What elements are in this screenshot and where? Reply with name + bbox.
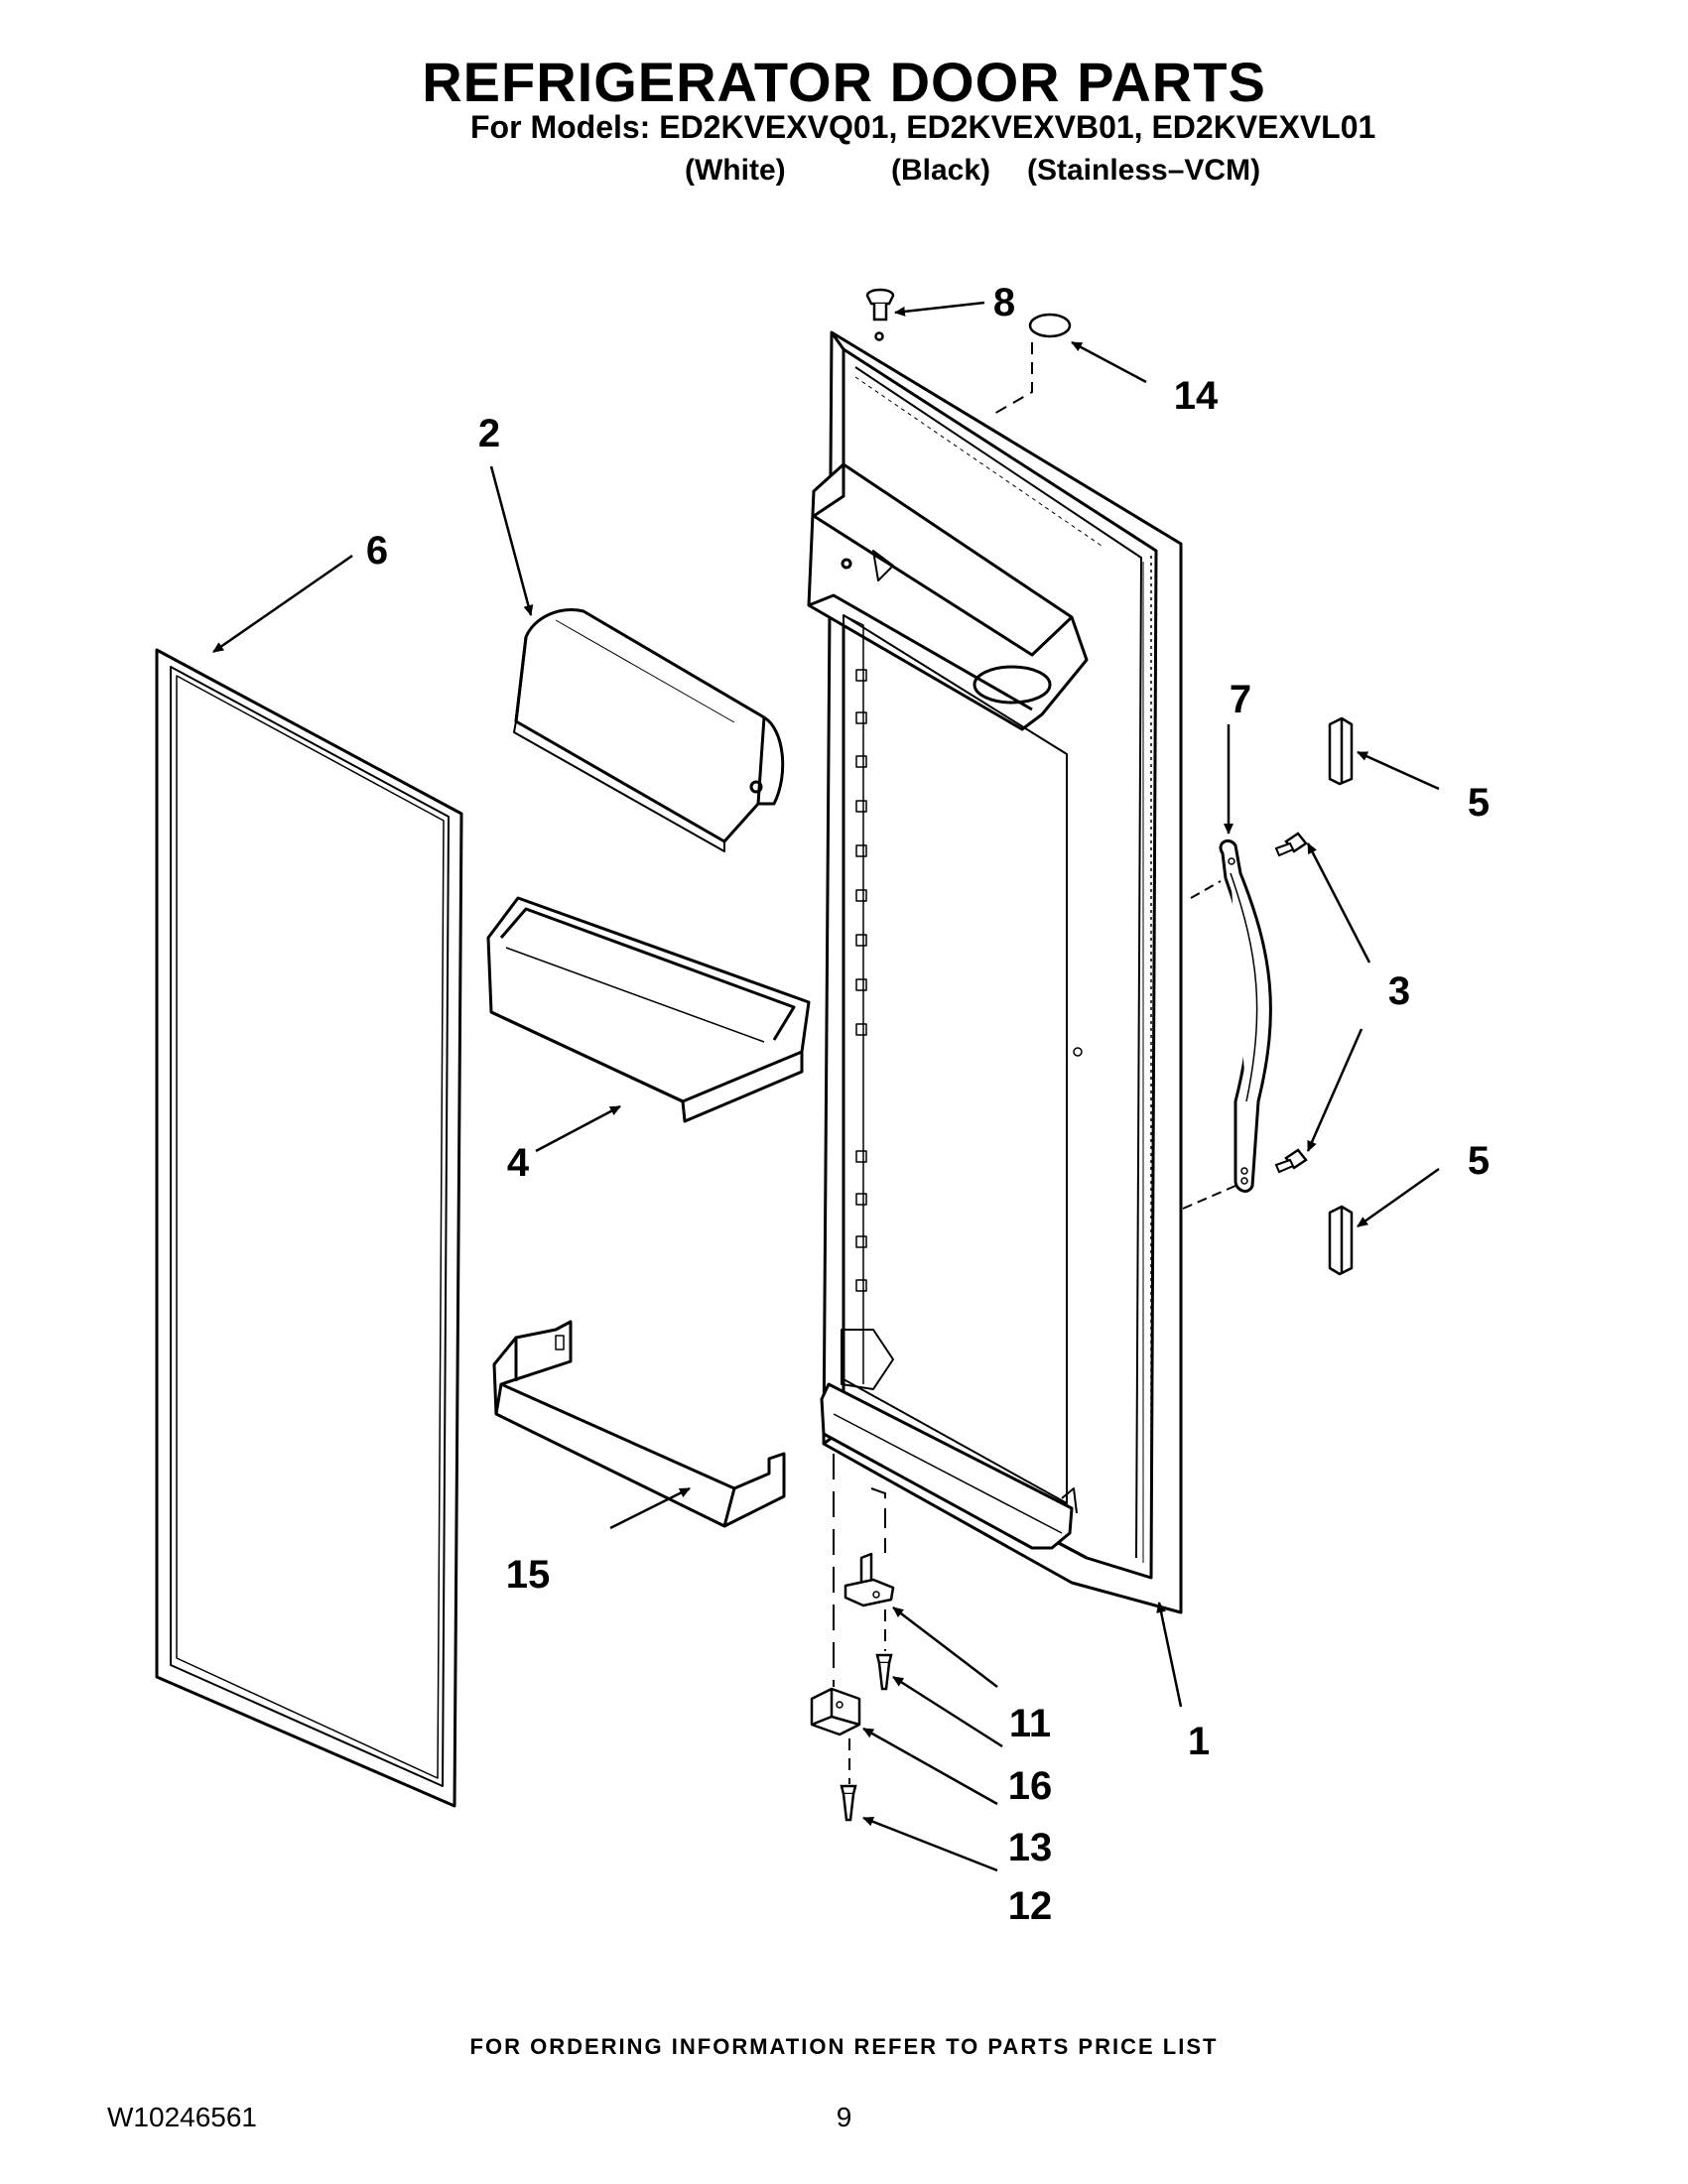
arrow-16 bbox=[892, 1675, 1003, 1748]
arrow-2 bbox=[489, 465, 534, 616]
variant-white: (White) bbox=[685, 154, 786, 187]
arrow-15 bbox=[609, 1486, 691, 1530]
arrow-13 bbox=[862, 1727, 998, 1806]
ordering-note: FOR ORDERING INFORMATION REFER TO PARTS … bbox=[469, 2034, 1219, 2059]
handle-end-cap-part bbox=[1328, 716, 1354, 1276]
page-number: 9 bbox=[836, 2102, 852, 2132]
shelf-rail-part bbox=[492, 1320, 786, 1528]
callout-1: 1 bbox=[1188, 1720, 1210, 1763]
dairy-door-part bbox=[513, 608, 785, 852]
door-liner-part bbox=[807, 330, 1183, 1614]
callout-15: 15 bbox=[506, 1553, 551, 1597]
variant-stainless: (Stainless–VCM) bbox=[1027, 154, 1261, 187]
arrow-12 bbox=[862, 1816, 998, 1872]
door-gasket-part bbox=[155, 648, 463, 1808]
callout-3: 3 bbox=[1388, 969, 1410, 1013]
arrow-14 bbox=[1071, 340, 1147, 384]
arrow-5-bottom bbox=[1357, 1167, 1440, 1228]
callout-11: 11 bbox=[1009, 1702, 1051, 1745]
handle-leader-bottom bbox=[1182, 1185, 1236, 1210]
arrow-3-bottom bbox=[1306, 1028, 1363, 1152]
callout-arrows bbox=[212, 301, 1440, 1872]
callout-16: 16 bbox=[1008, 1764, 1053, 1808]
hinge-pin-part bbox=[844, 1552, 895, 1607]
arrow-3-top bbox=[1306, 842, 1371, 964]
models-line: For Models: ED2KVEXVQ01, ED2KVEXVB01, ED… bbox=[470, 109, 1376, 145]
handle-screw-part bbox=[1274, 832, 1308, 1174]
document-number: W10246561 bbox=[107, 2102, 258, 2132]
cap-part bbox=[1028, 313, 1072, 338]
door-bin-part bbox=[486, 896, 811, 1123]
callout-2: 2 bbox=[478, 412, 500, 455]
callout-7: 7 bbox=[1230, 678, 1251, 721]
hinge-leader-pin bbox=[870, 1487, 886, 1553]
arrow-5-top bbox=[1357, 750, 1440, 791]
hinge-bracket-part bbox=[810, 1687, 861, 1736]
arrow-8 bbox=[894, 301, 985, 317]
bracket-screw-part bbox=[840, 1784, 857, 1822]
variant-black: (Black) bbox=[891, 154, 991, 187]
callout-5-bottom: 5 bbox=[1468, 1139, 1490, 1183]
arrow-4 bbox=[535, 1104, 621, 1153]
callout-12: 12 bbox=[1008, 1884, 1053, 1928]
handle-leader-top bbox=[1190, 880, 1222, 899]
callout-14: 14 bbox=[1174, 374, 1219, 418]
arrow-11 bbox=[892, 1606, 998, 1688]
handle-part bbox=[1219, 839, 1272, 1193]
callout-4: 4 bbox=[507, 1141, 530, 1185]
callout-6: 6 bbox=[366, 529, 388, 573]
cap-leader-dashed bbox=[991, 342, 1033, 416]
arrow-1 bbox=[1156, 1602, 1183, 1708]
callout-8: 8 bbox=[993, 281, 1015, 324]
arrow-6 bbox=[212, 554, 353, 654]
callout-5-top: 5 bbox=[1468, 781, 1490, 825]
page-title: REFRIGERATOR DOOR PARTS bbox=[422, 51, 1266, 113]
plug-button-part bbox=[865, 288, 895, 341]
callout-13: 13 bbox=[1008, 1826, 1053, 1869]
hinge-screw-part bbox=[875, 1653, 893, 1691]
